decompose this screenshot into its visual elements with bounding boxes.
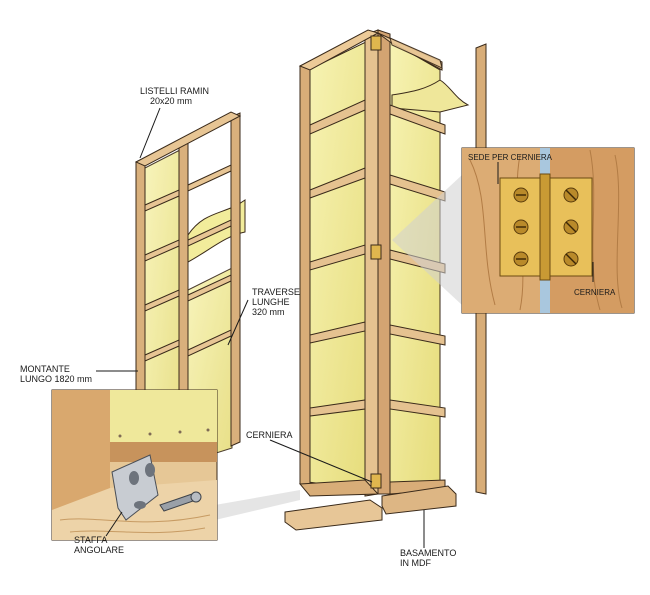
bracket-hole <box>134 501 146 509</box>
left-rail <box>144 289 180 312</box>
center-left-rail <box>309 99 366 135</box>
leader-lines <box>96 107 425 548</box>
far-right-rail-top <box>389 37 443 69</box>
inset-hinge-callout <box>392 175 462 305</box>
leader-traverse <box>227 299 249 346</box>
label-basamento-mdf: BASAMENTO IN MDF <box>400 548 456 568</box>
hinge-knuckle <box>539 173 551 281</box>
left-stile-right <box>230 112 241 447</box>
label-staffa-line1: STAFFA <box>74 535 108 545</box>
screw-head <box>190 491 202 503</box>
center-left-rail <box>309 399 366 417</box>
hinge-middle <box>370 244 382 260</box>
label-basamento-line1: BASAMENTO <box>400 548 457 558</box>
hinge-bottom <box>370 473 382 489</box>
label-traverse-line2: LUNGHE <box>252 297 290 307</box>
bracket-hole <box>129 471 139 485</box>
mdf-base-right <box>381 485 457 515</box>
label-staffa-line2: ANGOLARE <box>74 545 125 555</box>
label-cerniera-lower-text: CERNIERA <box>246 430 293 440</box>
center-left-stile-inner <box>364 29 379 497</box>
label-cerniera-inset-text: CERNIERA <box>574 288 616 297</box>
label-traverse-lunghe: TRAVERSE LUNGHE 320 mm <box>252 287 300 317</box>
center-right-film <box>391 79 470 113</box>
label-listelli-ramin: LISTELLI RAMIN 20x20 mm <box>140 86 209 106</box>
hinge-top <box>370 35 382 51</box>
bracket-hole <box>145 463 155 477</box>
center-left-rail <box>309 244 366 271</box>
label-cerniera-lower: CERNIERA <box>246 430 293 440</box>
left-rail <box>144 189 180 212</box>
label-traverse-line1: TRAVERSE <box>252 287 300 297</box>
center-right-stile-inner <box>377 29 391 495</box>
label-staffa-angolare: STAFFA ANGOLARE <box>74 535 124 555</box>
inset-post <box>52 390 110 510</box>
label-sede-per-cerniera: SEDE PER CERNIERA <box>468 153 552 163</box>
label-basamento-line2: IN MDF <box>400 558 431 568</box>
label-listelli-line2: 20x20 mm <box>150 96 193 106</box>
label-sede-text: SEDE PER CERNIERA <box>468 153 553 162</box>
left-rail-top <box>134 111 242 167</box>
label-montante-line1: MONTANTE <box>20 364 70 374</box>
label-montante-line2: LUNGO 1820 mm <box>20 374 93 384</box>
center-right-rail <box>389 324 446 346</box>
center-left-rail <box>309 321 366 344</box>
inset-rail <box>110 442 217 462</box>
left-rail <box>144 239 180 262</box>
mdf-base-left <box>284 499 383 531</box>
center-left-stile-outer <box>299 61 311 489</box>
label-cerniera-inset: CERNIERA <box>574 288 615 298</box>
inset-hinge-detail <box>392 147 635 314</box>
leader-listelli <box>139 107 161 159</box>
inset-bracket-callout <box>215 490 300 520</box>
center-left-rail <box>309 167 366 199</box>
left-rail <box>187 164 232 192</box>
center-right-rail <box>389 104 446 135</box>
left-rail <box>187 329 232 357</box>
leader-staffa <box>105 511 123 537</box>
label-montante-lungo: MONTANTE LUNGO 1820 mm <box>20 364 92 384</box>
label-traverse-line3: 320 mm <box>252 307 285 317</box>
inset-glass <box>110 390 217 442</box>
center-right-rail <box>389 399 446 418</box>
left-rail <box>187 219 232 247</box>
center-screen <box>284 29 487 531</box>
inset-bracket-detail <box>51 389 300 541</box>
leader-cerniera-lower <box>269 439 373 483</box>
left-rail <box>187 274 232 302</box>
label-listelli-line1: LISTELLI RAMIN <box>140 86 210 96</box>
left-rail <box>144 339 180 362</box>
